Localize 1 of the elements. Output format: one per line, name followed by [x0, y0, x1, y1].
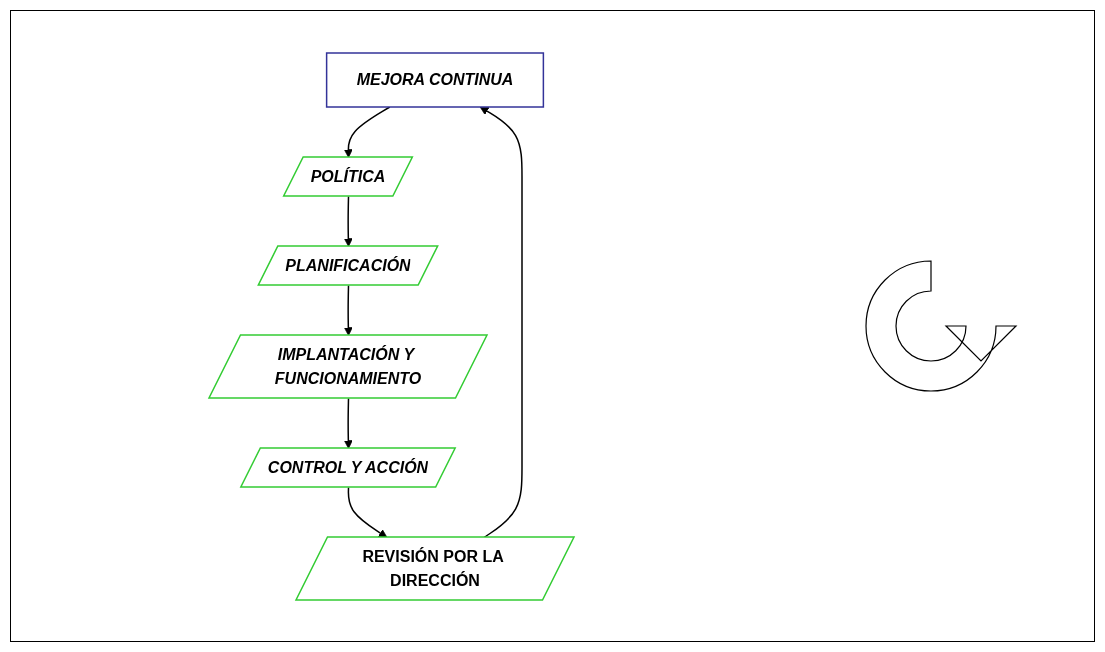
- node-box: MEJORA CONTINUA: [325, 51, 544, 108]
